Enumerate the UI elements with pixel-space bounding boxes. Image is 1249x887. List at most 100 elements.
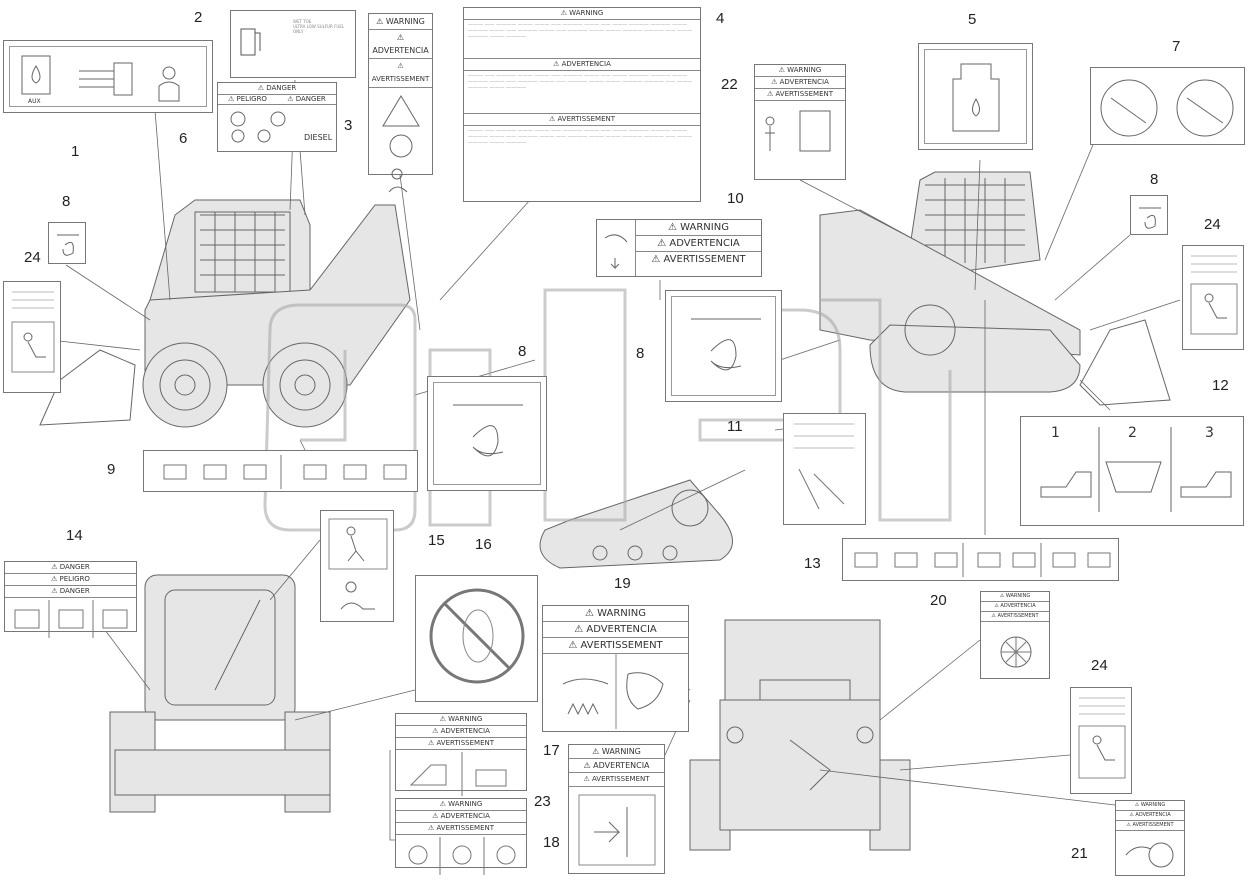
decal-8-large-a bbox=[427, 376, 547, 491]
d22-advertencia: ⚠ ADVERTENCIA bbox=[755, 77, 845, 89]
decal-11-warning bbox=[783, 413, 866, 525]
arm-crush-icon bbox=[604, 234, 628, 270]
operation-steps-icon bbox=[163, 455, 407, 489]
callout-16: 16 bbox=[475, 536, 492, 553]
decal-8-small-right bbox=[1130, 195, 1168, 235]
track-loader-side bbox=[819, 171, 1171, 406]
callout-10: 10 bbox=[727, 190, 744, 207]
aux-label: AUX bbox=[28, 98, 41, 105]
decal-24-left bbox=[3, 281, 61, 393]
d4-advertencia: ⚠ ADVERTENCIA bbox=[464, 58, 700, 71]
entanglement-large-icon-2 bbox=[691, 318, 761, 371]
decal-8-small-left bbox=[48, 222, 86, 264]
lock-lever-icon bbox=[1100, 79, 1234, 137]
callout-11: 11 bbox=[727, 418, 743, 435]
callout-8-b: 8 bbox=[1150, 171, 1159, 188]
callout-12: 12 bbox=[1212, 377, 1229, 394]
callout-6: 6 bbox=[179, 130, 188, 147]
rubber-track bbox=[539, 479, 733, 569]
decal-13-operation bbox=[842, 538, 1119, 581]
pinch-point-icon bbox=[578, 794, 656, 866]
lift-steps-icon bbox=[1040, 427, 1232, 512]
callout-20: 20 bbox=[930, 592, 947, 609]
callout-2: 2 bbox=[194, 9, 203, 26]
fuel-line-2: ULTRA LOW SULFUR FUEL ONLY bbox=[293, 24, 345, 34]
callout-1: 1 bbox=[71, 143, 80, 160]
decal-12-steps: 1 2 3 bbox=[1020, 416, 1244, 526]
d4-warning: ⚠ WARNING bbox=[464, 8, 700, 20]
decal-6-danger: ⚠ DANGER ⚠ PELIGRO ⚠ DANGER DIESEL bbox=[217, 82, 337, 152]
oil-drop-icon bbox=[952, 63, 1000, 132]
d10-advertencia: ⚠ ADVERTENCIA bbox=[636, 236, 761, 252]
callout-24-a: 24 bbox=[24, 249, 41, 266]
d17-warning: ⚠ WARNING bbox=[396, 714, 526, 726]
entanglement-icon-2 bbox=[1139, 207, 1161, 229]
tipping-icon bbox=[409, 752, 507, 796]
d19-advertencia: ⚠ ADVERTENCIA bbox=[543, 622, 688, 638]
aux-hydraulic-icon bbox=[21, 55, 180, 102]
diesel-label: DIESEL bbox=[304, 133, 333, 142]
callout-5: 5 bbox=[968, 11, 977, 28]
d21-avertissement: ⚠ AVERTISSEMENT bbox=[1116, 821, 1184, 831]
callout-3: 3 bbox=[344, 117, 353, 134]
callout-24-c: 24 bbox=[1091, 657, 1108, 674]
decal-4-warning-text: ⚠ WARNING ——— —— ———— ——— ——— —— ———— ——… bbox=[463, 7, 701, 202]
d21-advertencia: ⚠ ADVERTENCIA bbox=[1116, 811, 1184, 821]
decal-24-right bbox=[1182, 245, 1244, 350]
callout-13: 13 bbox=[804, 555, 821, 572]
d22-avertissement: ⚠ AVERTISSEMENT bbox=[755, 89, 845, 101]
callout-23: 23 bbox=[534, 793, 551, 810]
advertencia-header: ⚠ ADVERTENCIA bbox=[369, 30, 432, 59]
d23-warning: ⚠ WARNING bbox=[569, 745, 664, 759]
skid-steer-front bbox=[109, 574, 331, 813]
callout-9: 9 bbox=[107, 461, 116, 478]
decal-7-lock bbox=[1090, 67, 1245, 145]
d10-avertissement: ⚠ AVERTISSEMENT bbox=[651, 254, 746, 265]
seat-belt-icon-3 bbox=[1078, 697, 1126, 779]
warning-header: ⚠ WARNING bbox=[369, 14, 432, 30]
decal-16-no-step bbox=[415, 575, 538, 702]
d19-avertissement: ⚠ AVERTISSEMENT bbox=[543, 638, 688, 654]
step-1: 1 bbox=[1051, 425, 1060, 441]
no-ride-icon bbox=[408, 837, 516, 875]
danger-header-2: ⚠ DANGER bbox=[287, 95, 326, 103]
d4-avertissement: ⚠ AVERTISSEMENT bbox=[464, 113, 700, 126]
callout-14: 14 bbox=[66, 527, 83, 544]
d18-warning: ⚠ WARNING bbox=[396, 799, 526, 811]
no-smoke-icon bbox=[230, 111, 286, 143]
callout-7: 7 bbox=[1172, 38, 1181, 55]
danger-header: ⚠ DANGER bbox=[218, 83, 336, 95]
decal-17-warning: ⚠ WARNING ⚠ ADVERTENCIA ⚠ AVERTISSEMENT bbox=[395, 713, 527, 796]
callout-8-c: 8 bbox=[518, 343, 527, 360]
decal-21-warning: ⚠ WARNING ⚠ ADVERTENCIA ⚠ AVERTISSEMENT bbox=[1115, 800, 1185, 876]
no-step-icon bbox=[429, 588, 525, 684]
step-2: 2 bbox=[1128, 425, 1137, 441]
callout-8-d: 8 bbox=[636, 345, 645, 362]
fire-hazard-icon bbox=[382, 95, 420, 193]
operation-steps-icon-2 bbox=[854, 543, 1111, 577]
decal-22-warning: ⚠ WARNING ⚠ ADVERTENCIA ⚠ AVERTISSEMENT bbox=[754, 64, 846, 180]
fuel-pump-icon bbox=[240, 28, 261, 56]
decal-14-danger: ⚠ DANGER ⚠ PELIGRO ⚠ DANGER bbox=[4, 561, 137, 638]
d20-avertissement: ⚠ AVERTISSEMENT bbox=[981, 612, 1049, 622]
entanglement-icon bbox=[57, 234, 79, 256]
d18-advertencia: ⚠ ADVERTENCIA bbox=[396, 811, 526, 823]
decal-10-warning: ⚠ WARNING ⚠ ADVERTENCIA ⚠ AVERTISSEMENT bbox=[596, 219, 762, 277]
entanglement-large-icon bbox=[453, 404, 523, 457]
decal-24-bottom bbox=[1070, 687, 1132, 794]
callout-22: 22 bbox=[721, 76, 738, 93]
step-3: 3 bbox=[1205, 425, 1214, 441]
decal-18-warning: ⚠ WARNING ⚠ ADVERTENCIA ⚠ AVERTISSEMENT bbox=[395, 798, 527, 875]
decal-19-warning: ⚠ WARNING ⚠ ADVERTENCIA ⚠ AVERTISSEMENT bbox=[542, 605, 689, 732]
d14-peligro: ⚠ PELIGRO bbox=[5, 574, 136, 586]
fan-hazard-icon bbox=[1000, 636, 1032, 668]
d23-advertencia: ⚠ ADVERTENCIA bbox=[569, 759, 664, 773]
callout-21: 21 bbox=[1071, 845, 1088, 862]
d19-warning: ⚠ WARNING bbox=[543, 606, 688, 622]
d20-warning: ⚠ WARNING bbox=[981, 592, 1049, 602]
decal-3-warning: ⚠ WARNING ⚠ ADVERTENCIA ⚠ AVERTISSEMENT bbox=[368, 13, 433, 193]
d18-avertissement: ⚠ AVERTISSEMENT bbox=[396, 823, 526, 835]
crush-zone-icon bbox=[765, 110, 831, 152]
d10-warning: ⚠ WARNING bbox=[636, 220, 761, 236]
seat-belt-icon bbox=[11, 291, 55, 373]
